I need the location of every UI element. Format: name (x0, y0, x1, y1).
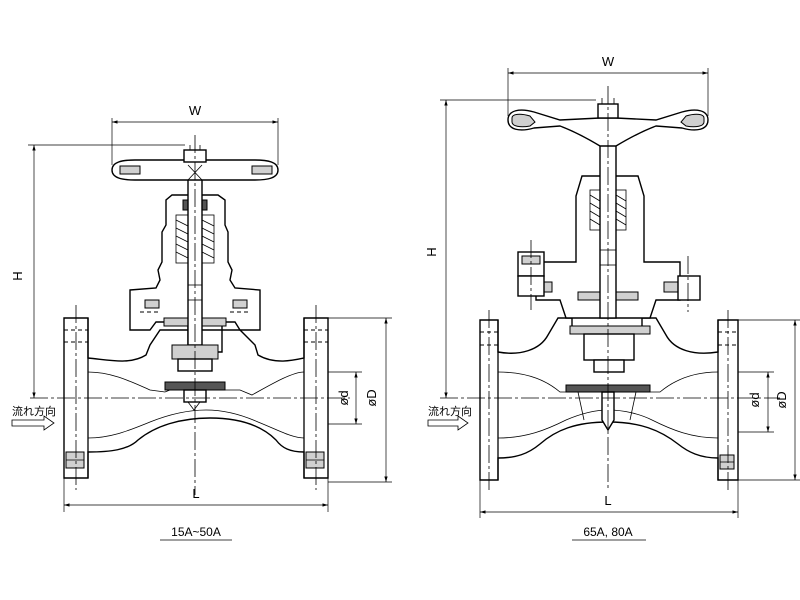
right-valve: W H L ød øD 流 (424, 54, 800, 541)
right-dim-inner-dia: ød (738, 371, 774, 433)
right-dim-outer-dia-label: øD (774, 391, 789, 408)
left-dim-inner-dia: ød (328, 371, 362, 425)
right-dim-width: W (507, 54, 709, 116)
left-dim-width-label: W (189, 103, 202, 118)
left-dim-width: W (111, 103, 279, 165)
left-caption: 15A~50A (171, 525, 221, 539)
left-dim-height-label: H (10, 271, 25, 280)
right-dim-length-label: L (604, 493, 611, 508)
right-flow-label: 流れ方向 (428, 404, 472, 418)
right-dim-length: L (479, 480, 739, 518)
left-flow-label: 流れ方向 (12, 404, 56, 418)
left-flow-arrow-icon (11, 415, 55, 431)
left-valve: W H L ød øD 流 (10, 103, 392, 541)
right-dim-height-label: H (424, 247, 439, 256)
left-dim-inner-dia-label: ød (336, 390, 351, 405)
right-caption: 65A, 80A (583, 525, 632, 539)
left-dim-outer-dia: øD (328, 317, 392, 483)
right-flow-arrow-icon (427, 415, 469, 431)
right-dim-height: H (424, 99, 596, 398)
right-dim-outer-dia: øD (738, 319, 800, 481)
left-dim-outer-dia-label: øD (364, 389, 379, 406)
left-dim-length-label: L (192, 486, 199, 501)
left-dim-height: H (10, 144, 185, 398)
left-flow-direction: 流れ方向 (11, 404, 56, 431)
left-dim-length: L (63, 478, 329, 512)
right-dim-inner-dia-label: ød (747, 392, 762, 407)
right-flow-direction: 流れ方向 (427, 404, 472, 431)
right-dim-width-label: W (602, 54, 615, 69)
